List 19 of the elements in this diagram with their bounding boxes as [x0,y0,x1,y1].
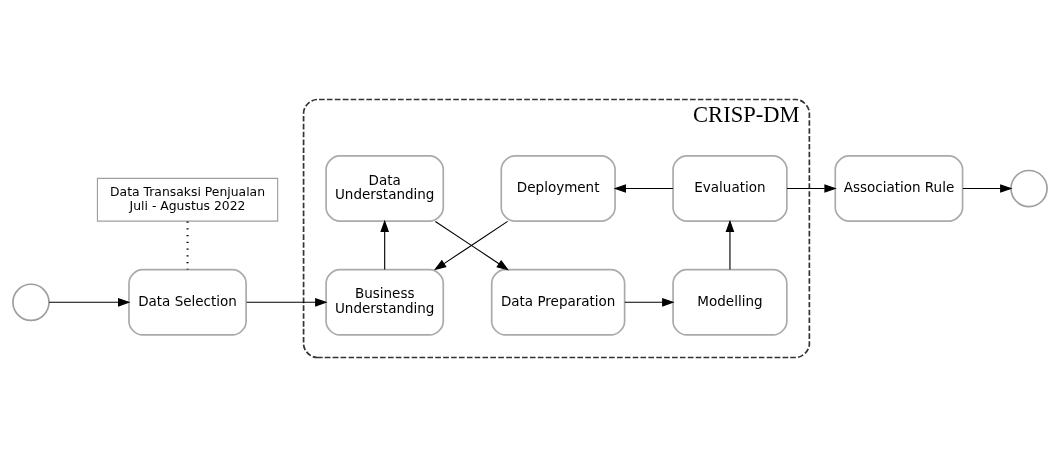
node-box: Modelling [672,268,788,336]
arrow [962,183,1013,193]
node-box: Data Understanding [325,154,445,222]
node-box: Deployment [500,154,616,222]
node-box: Data Selection [128,268,247,336]
node-box: Data Preparation [490,268,626,336]
node-box: Evaluation [672,154,788,222]
node-circle [12,282,50,321]
node-box: Business Understanding [325,268,445,336]
node-box: Data Transaksi Penjualan Juli - Agustus 2022 [96,177,279,222]
arrow [613,183,674,193]
arrow [786,183,837,193]
arrow [624,297,675,307]
arrow [48,297,131,307]
arrow [246,297,328,307]
arrow [725,219,735,270]
node-box: Association Rule [834,154,964,222]
node-circle [1010,169,1048,207]
arrow [380,219,390,270]
